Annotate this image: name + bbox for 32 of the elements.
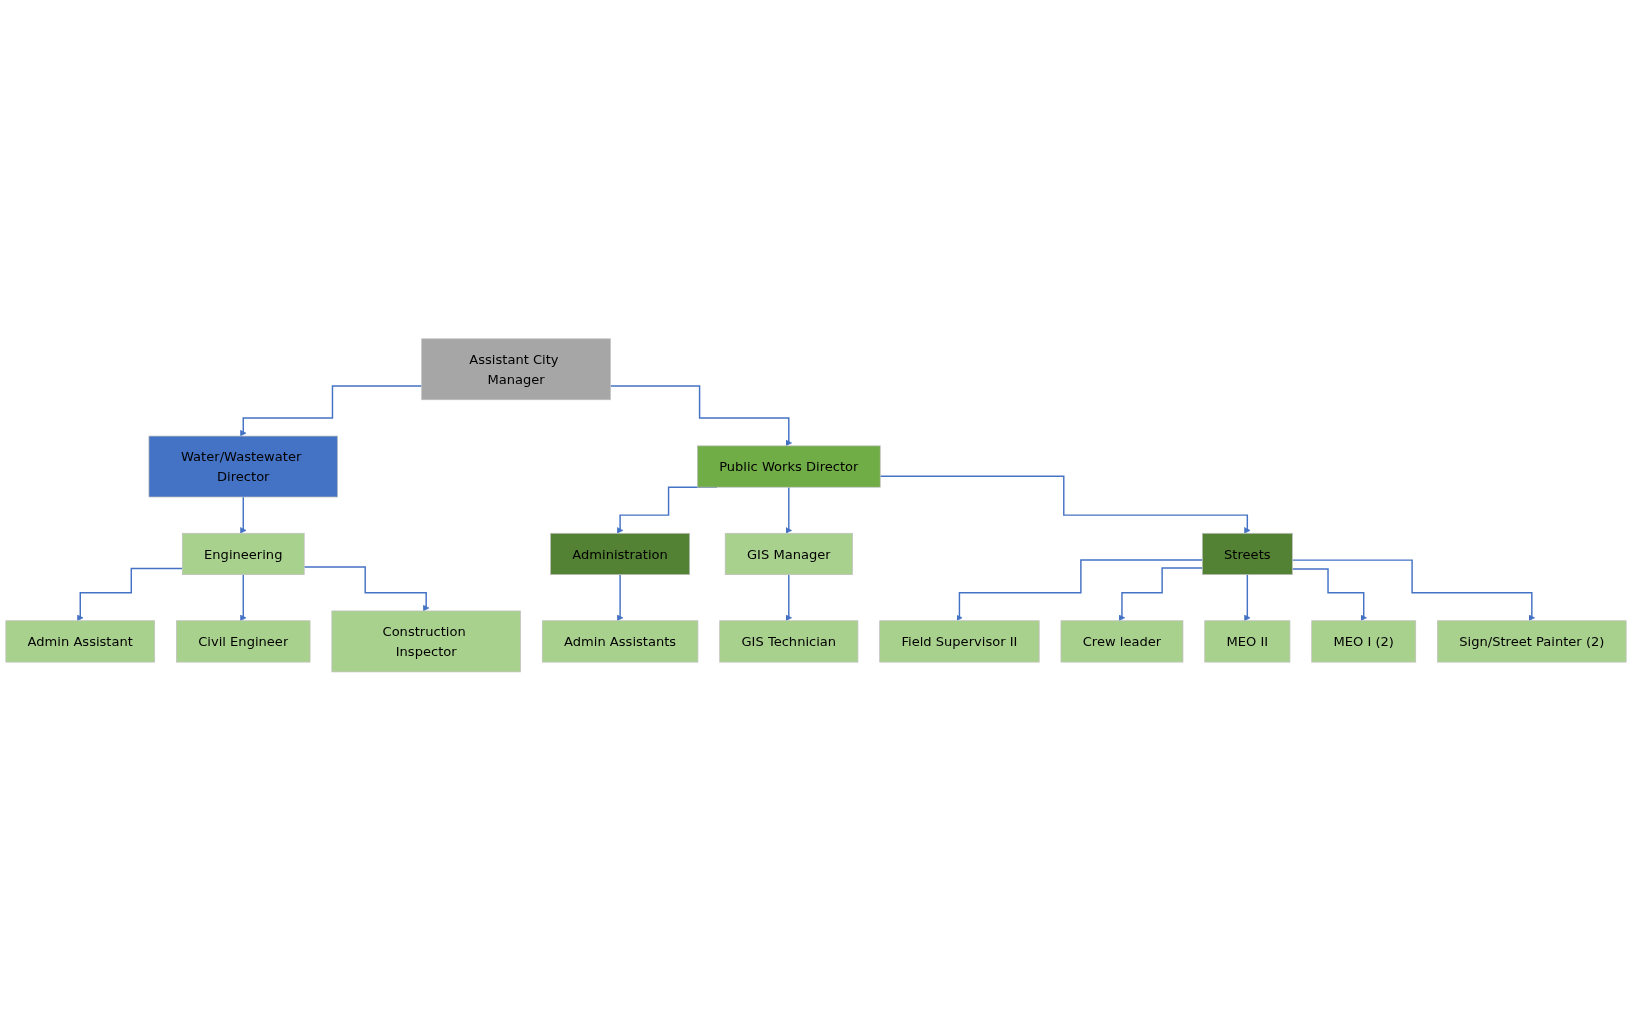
node-box: Water/Wastewater Director: [148, 435, 338, 498]
arrow: [609, 385, 792, 447]
arrow: [785, 486, 792, 534]
node-box: GIS Manager: [724, 533, 853, 576]
node-box: Administration: [550, 533, 691, 576]
node-box: MEO II: [1204, 620, 1291, 663]
arrow: [303, 566, 430, 612]
node-box: GIS Technician: [719, 620, 859, 663]
node-box: Field Supervisor II: [879, 620, 1040, 663]
node-box: Assistant City Manager: [421, 338, 611, 401]
arrow: [77, 567, 184, 622]
node-box: Admin Assistants: [541, 620, 699, 663]
arrow: [240, 574, 247, 622]
arrow: [240, 385, 423, 437]
node-box: Construction Inspector: [331, 610, 521, 673]
node-box: Public Works Director: [697, 445, 881, 488]
arrow: [956, 559, 1204, 622]
node-box: Admin Assistant: [5, 620, 156, 663]
arrow: [785, 574, 792, 622]
arrow: [879, 475, 1251, 534]
node-box: MEO I (2): [1311, 620, 1417, 663]
node-box: Crew leader: [1060, 620, 1184, 663]
node-box: Sign/Street Painter (2): [1437, 620, 1627, 663]
node-box: Civil Engineer: [176, 620, 311, 663]
arrow: [1118, 567, 1204, 622]
arrow: [1291, 568, 1367, 622]
node-box: Streets: [1201, 533, 1293, 576]
arrow: [1244, 574, 1251, 622]
node-box: Engineering: [181, 533, 305, 576]
arrow: [1291, 559, 1535, 622]
arrow: [240, 496, 247, 534]
arrow: [616, 574, 624, 622]
